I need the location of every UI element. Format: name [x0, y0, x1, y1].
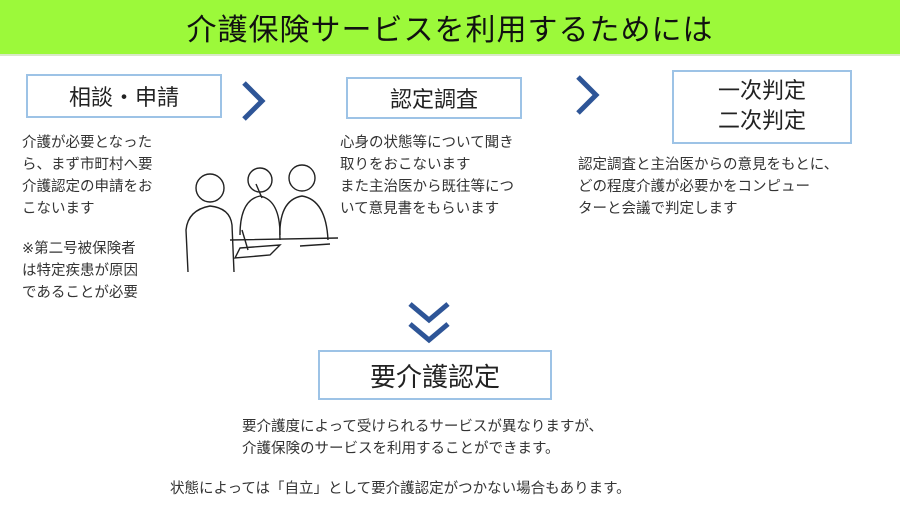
step-consult-apply-box: 相談・申請: [26, 74, 222, 118]
step-judgement-box: 一次判定二次判定: [672, 70, 852, 144]
step-label-second: 二次判定: [717, 109, 806, 134]
page-title: 介護保険サービスを利用するためには: [186, 13, 714, 48]
result-certification-box: 要介護認定: [318, 350, 552, 400]
step-survey-description: 心身の状態等について聞き 取りをおこないます また主治医から既往等につ いて意見…: [340, 135, 514, 217]
step-label: 認定調査: [389, 88, 478, 113]
chevron-double-down-icon: [408, 302, 450, 344]
result-label: 要介護認定: [369, 362, 500, 393]
consultation-illustration: [185, 164, 339, 273]
step-survey-box: 認定調査: [346, 77, 522, 119]
chevron-right-icon: [242, 81, 266, 121]
result-description: 要介護度によって受けられるサービスが異なりますが、 介護保険のサービスを利用する…: [242, 419, 604, 457]
result-note: 状態によっては「自立」として要介護認定がつかない場合もあります。: [170, 481, 631, 497]
page-title-banner: 介護保険サービスを利用するためには: [0, 0, 900, 56]
step-consult-note: ※第二号被保険者 は特定疾患が原因 であることが必要: [22, 241, 138, 301]
step-consult-description: 介護が必要となった ら、まず市町村へ要 介護認定の申請をお こないます: [22, 135, 153, 217]
step-label-first: 一次判定: [717, 79, 806, 104]
chevron-right-icon: [576, 75, 600, 115]
step-judgement-description: 認定調査と主治医からの意見をもとに、 どの程度介護が必要かをコンピュー ターと会…: [578, 157, 839, 217]
step-label: 相談・申請: [68, 86, 179, 111]
